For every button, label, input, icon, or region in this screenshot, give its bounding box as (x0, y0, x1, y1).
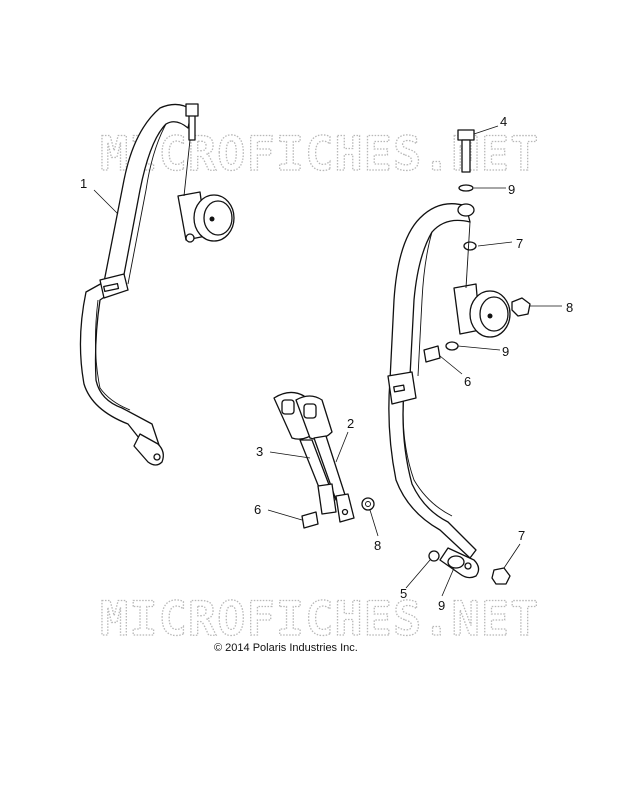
callout-5: 5 (400, 586, 407, 601)
right-top-spacer (457, 203, 475, 217)
left-retractor-cap (203, 200, 233, 236)
watermark-bottom: MICROFICHES.NET (100, 592, 539, 647)
callout-4: 4 (500, 114, 507, 129)
leader-8a (369, 509, 379, 537)
right-retractor-cap (479, 296, 509, 332)
right-top-bolt-head (457, 129, 475, 141)
leader-lines (93, 125, 562, 597)
leader-7a (477, 241, 513, 247)
left-belt-edge (127, 123, 167, 285)
callout-2: 2 (347, 416, 354, 431)
callout-7-lower: 7 (518, 528, 525, 543)
right-retractor-nut (511, 297, 531, 317)
right-lower-nut (491, 567, 511, 585)
callout-8-center: 8 (374, 538, 381, 553)
left-retractor-pivot (209, 216, 215, 222)
leader-6a (267, 509, 303, 521)
callout-6-right: 6 (464, 374, 471, 389)
callout-9-upper: 9 (508, 182, 515, 197)
right-lower-bolt (428, 550, 440, 562)
callout-6-center: 6 (254, 502, 261, 517)
right-belt-webbing (388, 203, 477, 559)
right-retractor-strap (465, 221, 471, 289)
callout-9-lower: 9 (438, 598, 445, 613)
callout-1: 1 (80, 176, 87, 191)
right-lower-washer (447, 555, 465, 569)
right-belt-edge (417, 231, 433, 377)
leader-4 (473, 125, 499, 135)
center-nut (361, 497, 375, 511)
center-nut-hole (365, 501, 371, 507)
buckle-bracket-3 (317, 483, 337, 515)
center-buckle-assembly (273, 391, 375, 529)
leader-2 (335, 431, 349, 463)
left-tongue-slot (103, 282, 120, 293)
left-seat-belt-assembly (79, 103, 235, 466)
left-retractor (177, 139, 235, 243)
right-retractor-bolt (423, 345, 441, 363)
leader-5 (405, 559, 431, 589)
leader-9c (441, 567, 455, 597)
left-belt-edge-lower (94, 299, 131, 411)
right-top-bolt-shank (461, 139, 471, 173)
leader-1 (93, 189, 119, 215)
left-anchor-hole (153, 453, 161, 461)
left-retractor-bolt (185, 233, 195, 243)
leader-6b (439, 355, 463, 375)
right-anchor-hole (464, 562, 472, 570)
right-top-nut (463, 241, 477, 251)
callout-9-middle: 9 (502, 344, 509, 359)
left-belt-webbing (79, 103, 193, 453)
left-belt-lower-anchor (133, 433, 164, 466)
right-belt-edge-lower (402, 391, 453, 517)
callout-7-upper: 7 (516, 236, 523, 251)
right-tongue-slot (393, 384, 406, 393)
buckle-bracket-hole (341, 508, 349, 516)
right-retractor-washer (445, 341, 459, 351)
right-retractor-pivot (487, 313, 493, 319)
right-top-washer (458, 184, 474, 192)
buckle-left-slot (281, 399, 295, 415)
callout-3: 3 (256, 444, 263, 459)
buckle-right-slot (303, 403, 317, 419)
callout-numbers: 1 2 3 4 5 6 6 7 7 8 8 9 9 9 (80, 114, 573, 613)
callout-8-right: 8 (566, 300, 573, 315)
right-retractor (453, 221, 511, 338)
left-retractor-strap (183, 139, 191, 197)
center-bolt-head (301, 511, 319, 529)
buckle-bracket-2 (335, 493, 355, 523)
right-seat-belt-assembly (387, 129, 531, 585)
leader-7b (503, 543, 521, 569)
copyright-notice: © 2014 Polaris Industries Inc. (214, 642, 358, 654)
leader-3 (269, 451, 311, 459)
left-belt-top-bolt (185, 103, 199, 141)
leader-9b (457, 345, 501, 351)
